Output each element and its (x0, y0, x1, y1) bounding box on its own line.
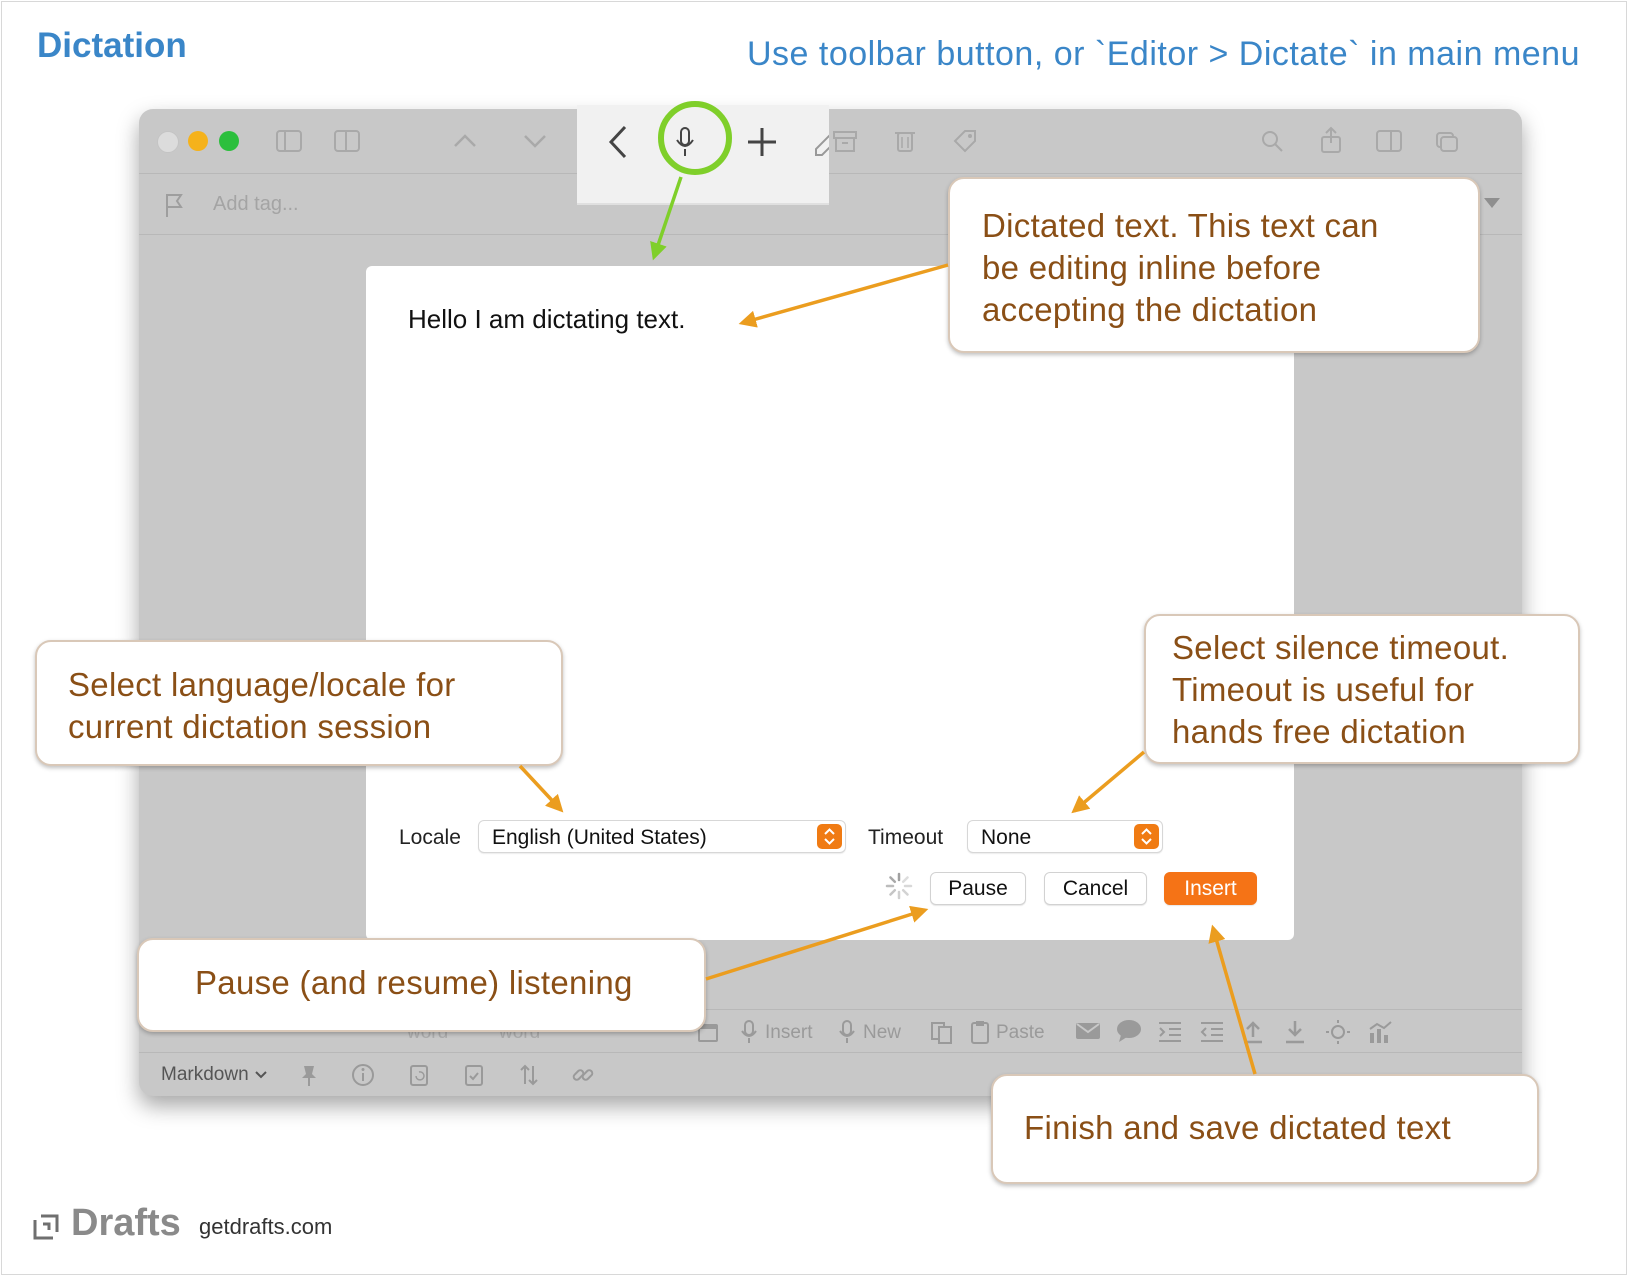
callout-timeout: Select silence timeout. Timeout is usefu… (1144, 614, 1580, 764)
indent-icon[interactable] (1157, 1019, 1183, 1045)
callout-dictated-text: Dictated text. This text can be editing … (948, 177, 1480, 353)
callout-locale-line-2: current dictation session (68, 708, 432, 745)
callout-dictated-text-line-1: Dictated text. This text can (982, 207, 1379, 244)
callout-dictated-text-line-2: be editing inline before (982, 249, 1322, 286)
trash-icon[interactable] (887, 123, 923, 159)
action-paste[interactable]: Paste (996, 1022, 1045, 1043)
syntax-chevron-icon[interactable] (254, 1069, 268, 1081)
check-document-icon[interactable] (462, 1063, 486, 1087)
status-bar: Markdown (139, 1052, 1522, 1096)
microphone-highlight-ring (658, 101, 732, 175)
up-down-arrows-icon (1141, 828, 1152, 845)
action-insert[interactable]: Insert (765, 1022, 813, 1043)
history-icon[interactable] (407, 1063, 431, 1087)
page-title: Dictation (37, 26, 187, 65)
locale-select-value: English (United States) (492, 826, 707, 849)
timeout-select-value: None (981, 826, 1032, 849)
callout-locale-line-1: Select language/locale for (68, 666, 456, 703)
microphone-new-icon[interactable] (837, 1019, 857, 1045)
up-down-arrows-icon (824, 828, 835, 845)
share-icon[interactable] (1313, 123, 1349, 159)
brand-url[interactable]: getdrafts.com (199, 1214, 333, 1239)
minimize-window-button[interactable] (188, 131, 208, 151)
callout-timeout-line-1: Select silence timeout. (1172, 629, 1510, 666)
close-window-button[interactable] (157, 131, 179, 153)
search-icon[interactable] (1254, 123, 1290, 159)
link-icon[interactable] (571, 1063, 595, 1087)
tag-icon[interactable] (947, 123, 983, 159)
page-subtitle: Use toolbar button, or `Editor > Dictate… (747, 35, 1580, 73)
timeout-select[interactable]: None (967, 820, 1163, 853)
tag-menu-caret-icon[interactable] (1483, 196, 1501, 210)
windows-icon[interactable] (1429, 123, 1465, 159)
timeout-label: Timeout (868, 826, 944, 849)
flag-icon[interactable] (163, 191, 187, 219)
cancel-button[interactable]: Cancel (1044, 872, 1147, 905)
sort-arrows-icon[interactable] (517, 1063, 541, 1087)
window-titlebar (139, 109, 1522, 174)
callout-pause: Pause (and resume) listening (137, 938, 706, 1032)
new-draft-plus-icon[interactable] (745, 125, 779, 159)
brightness-icon[interactable] (1325, 1019, 1351, 1045)
copy-icon[interactable] (929, 1019, 955, 1045)
outdent-icon[interactable] (1199, 1019, 1225, 1045)
info-icon[interactable] (351, 1063, 375, 1087)
calendar-icon[interactable] (696, 1020, 720, 1044)
draft-list-toggle-icon[interactable] (329, 123, 365, 159)
mail-icon[interactable] (1075, 1021, 1101, 1041)
callout-insert-line-1: Finish and save dictated text (1024, 1109, 1451, 1146)
drafts-logo-icon (33, 1214, 59, 1240)
callout-timeout-line-3: hands free dictation (1172, 713, 1467, 750)
microphone-insert-icon[interactable] (739, 1019, 759, 1045)
callout-dictated-text-line-3: accepting the dictation (982, 291, 1318, 328)
pin-icon[interactable] (297, 1063, 321, 1087)
chevron-up-icon[interactable] (447, 123, 483, 159)
callout-locale: Select language/locale for current dicta… (35, 640, 563, 766)
sidebar-toggle-icon[interactable] (271, 123, 307, 159)
chart-icon[interactable] (1367, 1019, 1393, 1045)
action-new[interactable]: New (863, 1022, 902, 1043)
callout-insert: Finish and save dictated text (991, 1074, 1539, 1184)
syntax-selector[interactable]: Markdown (161, 1064, 249, 1085)
archive-icon[interactable] (827, 123, 863, 159)
back-chevron-icon[interactable] (605, 123, 631, 161)
pause-button[interactable]: Pause (930, 872, 1026, 905)
dictation-sheet: Hello I am dictating text. Locale Englis… (366, 266, 1294, 940)
brand-name: Drafts (71, 1202, 181, 1244)
chevron-down-icon[interactable] (517, 123, 553, 159)
insert-button[interactable]: Insert (1164, 872, 1257, 905)
message-icon[interactable] (1116, 1019, 1142, 1043)
action-list-toggle-icon[interactable] (1371, 123, 1407, 159)
dictated-text-editor[interactable]: Hello I am dictating text. (408, 304, 686, 334)
move-down-icon[interactable] (1283, 1019, 1307, 1045)
locale-select[interactable]: English (United States) (478, 820, 846, 853)
clipboard-icon[interactable] (969, 1019, 991, 1045)
zoom-window-button[interactable] (219, 131, 239, 151)
callout-pause-line-1: Pause (and resume) listening (195, 964, 633, 1001)
locale-label: Locale (399, 826, 461, 849)
listening-spinner-icon (885, 872, 913, 900)
locale-stepper (817, 824, 842, 849)
timeout-stepper (1134, 824, 1159, 849)
move-up-icon[interactable] (1241, 1019, 1265, 1045)
tag-bar: Add tag... (139, 174, 1522, 235)
partial-toolbar-icon (813, 131, 829, 157)
tag-input[interactable]: Add tag... (213, 193, 299, 215)
callout-timeout-line-2: Timeout is useful for (1172, 671, 1475, 708)
